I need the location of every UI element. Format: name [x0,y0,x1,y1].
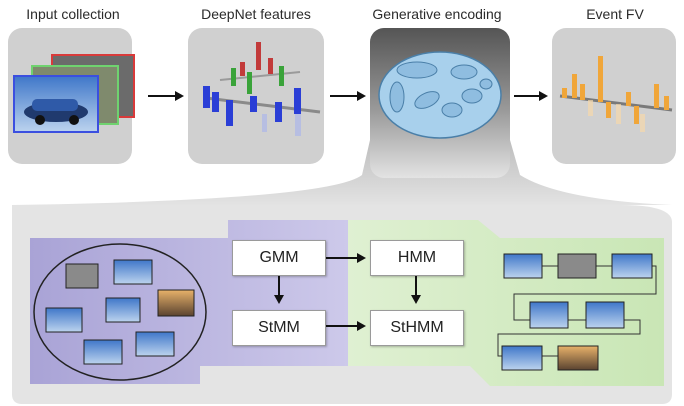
node-gmm: GMM [232,240,326,276]
deepnet-feature-bars [203,42,321,136]
stage-title-input-collection: Input collection [26,6,120,22]
event-fv-bars [559,56,673,132]
image-set-ellipse [33,243,207,381]
stage-title-event-fv: Event FV [586,6,644,22]
input-image-stack [13,54,135,133]
top-row-arrows [148,91,548,101]
image-sequence [497,253,657,371]
node-hmm: HMM [370,240,464,276]
encoding-ellipse [378,51,502,139]
node-sthmm: StHMM [370,310,464,346]
stage-title-deepnet-features: DeepNet features [201,6,311,22]
unordered-images [45,259,195,365]
node-stmm: StMM [232,310,326,346]
model-arrows [274,253,421,331]
stage-title-generative-encoding: Generative encoding [372,6,502,22]
